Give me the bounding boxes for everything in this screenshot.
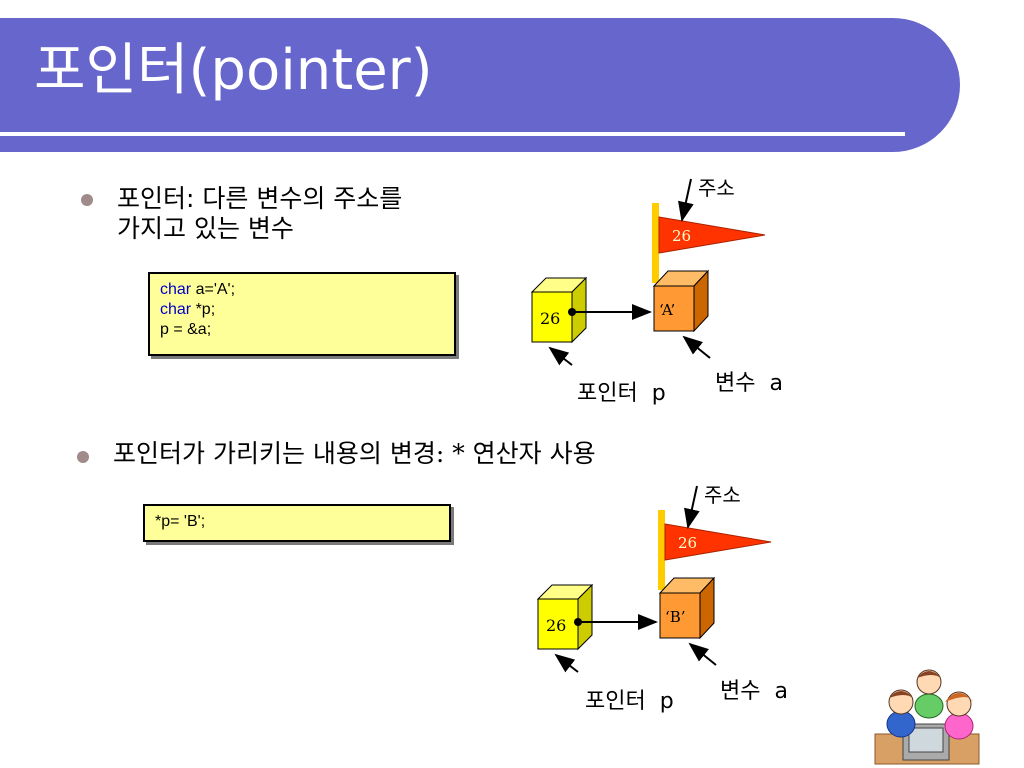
slide-title: 포인터(pointer) — [34, 38, 433, 103]
pointer-label-2: 포인터 p — [585, 683, 674, 715]
bullet-2-text: 포인터가 가리키는 내용의 변경: * 연산자 사용 — [113, 439, 596, 468]
children-at-computer-icon — [874, 669, 980, 765]
address-flag — [664, 523, 772, 561]
flag-value: 26 — [678, 534, 697, 552]
variable-cube — [653, 285, 695, 332]
pointer-label-1: 포인터 p — [577, 375, 666, 407]
pointer-value: 26 — [546, 616, 566, 635]
variable-label-text: 변수 — [715, 371, 756, 396]
variable-value: ‘B’ — [665, 608, 686, 626]
code-keyword: char — [160, 301, 192, 318]
pointer-cube — [531, 291, 573, 343]
code-box-2: *p= 'B'; — [143, 504, 451, 542]
variable-label-text: 변수 — [720, 679, 761, 704]
pointer-label-text: 포인터 — [585, 689, 646, 714]
variable-label-2: 변수 a — [720, 673, 788, 705]
code-text: *p; — [191, 301, 216, 318]
pointer-name: p — [651, 381, 666, 406]
flag-pole — [658, 510, 665, 590]
pointer-value: 26 — [540, 309, 560, 328]
code-box-1: char a='A'; char *p; p = &a; — [148, 272, 456, 356]
variable-name: a — [769, 371, 783, 396]
address-label: 주소 — [704, 483, 741, 507]
title-underline — [0, 132, 905, 136]
code-line: p = &a; — [160, 321, 212, 338]
code-line: char *p; — [160, 300, 444, 320]
code-text: a='A'; — [191, 281, 236, 298]
bullet-1-line-2: 가지고 있는 변수 — [117, 214, 294, 243]
variable-name: a — [774, 679, 788, 704]
bullet-dot — [81, 194, 93, 206]
flag-value: 26 — [672, 227, 691, 245]
variable-value: ‘A’ — [659, 301, 675, 319]
code-keyword: char — [160, 281, 192, 298]
flag-pole — [652, 203, 659, 283]
title-bar — [0, 18, 960, 152]
pointer-label-text: 포인터 — [577, 381, 638, 406]
variable-label-1: 변수 a — [715, 365, 783, 397]
variable-cube — [659, 592, 701, 639]
pointer-diagram-1: 26 주소 ‘A’ 26 — [530, 176, 766, 366]
pointer-diagram-2: 26 주소 ‘B’ 26 — [536, 483, 772, 673]
bullet-dot — [77, 451, 89, 463]
address-label: 주소 — [698, 176, 735, 200]
code-line: *p= 'B'; — [155, 513, 206, 530]
code-line: char a='A'; — [160, 280, 444, 300]
bullet-1-line-1: 포인터: 다른 변수의 주소를 — [117, 184, 403, 213]
pointer-cube — [537, 598, 579, 650]
address-flag — [658, 216, 766, 254]
pointer-name: p — [659, 689, 674, 714]
